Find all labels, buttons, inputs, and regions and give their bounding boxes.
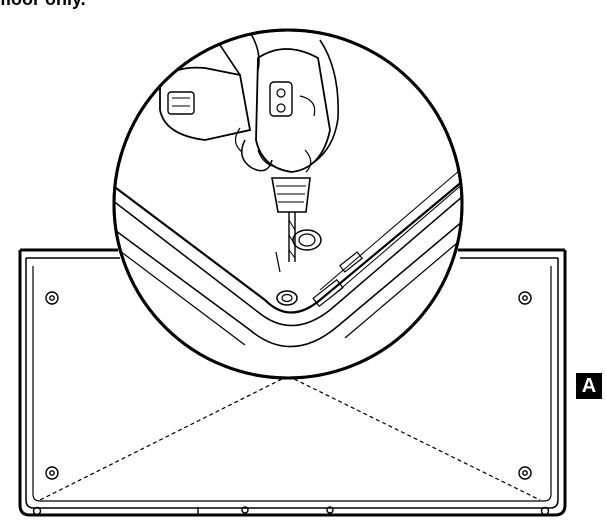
instruction-caption: floor only. [0,0,86,10]
detail-circle [112,28,464,380]
screw-marks [32,291,550,516]
figure-label-badge: A [576,373,602,399]
projection-lines [39,375,541,501]
floor-panel [18,248,567,517]
